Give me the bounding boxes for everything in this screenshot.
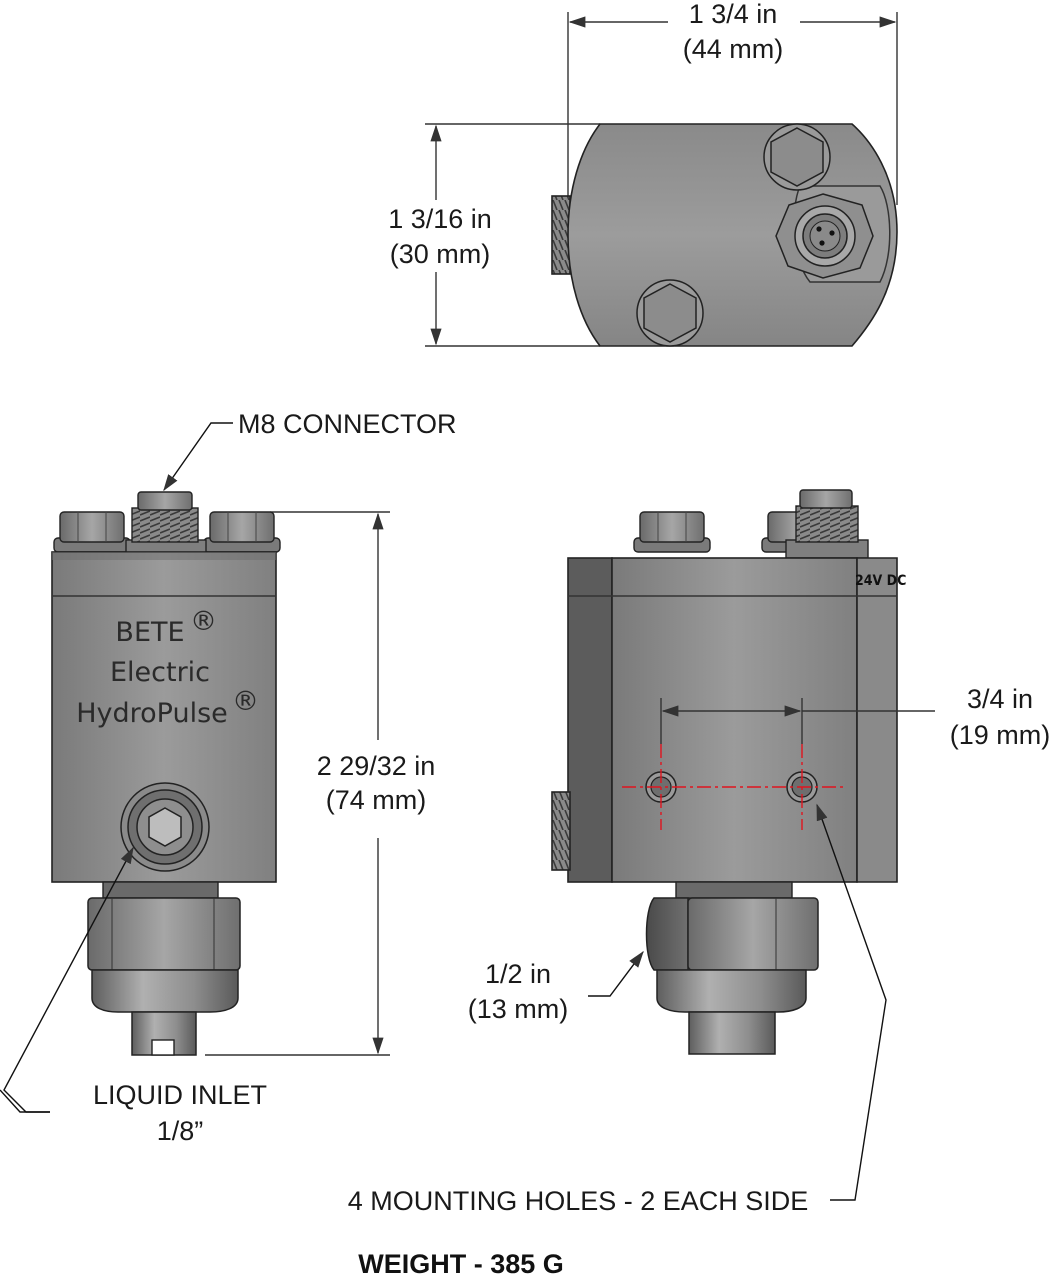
hex-leader	[588, 950, 644, 997]
hex-nut-icon	[87, 897, 241, 971]
mounting-holes-label: 4 MOUNTING HOLES - 2 EACH SIDE	[348, 1186, 809, 1216]
voltage-marking: 24V DC	[855, 573, 906, 589]
mounting-leader	[816, 803, 887, 1201]
height-metric: (30 mm)	[390, 239, 491, 269]
registered-mark: ®	[190, 606, 217, 637]
product-line: Electric	[110, 657, 210, 688]
weight-label: WEIGHT - 385 G	[358, 1249, 564, 1279]
body-side-face	[611, 557, 858, 883]
hex-nut-icon	[645, 897, 819, 971]
m8-connector-leader	[163, 422, 233, 492]
hole-spacing-metric: (19 mm)	[950, 720, 1051, 750]
bolt-head-icon	[763, 123, 831, 191]
hex-size-metric: (13 mm)	[468, 994, 569, 1024]
liquid-inlet-icon	[120, 782, 210, 872]
liquid-inlet-size: 1/8”	[157, 1116, 204, 1146]
bolt-head-icon	[53, 511, 131, 553]
m8-connector-icon	[785, 489, 869, 559]
width-imperial: 1 3/4 in	[689, 0, 778, 29]
width-metric: (44 mm)	[683, 34, 784, 64]
m8-connector-icon	[125, 491, 207, 555]
body-side-chamfer	[567, 557, 613, 883]
inlet-thread	[551, 791, 571, 871]
top-view: 1 3/4 in (44 mm) 1 3/16 in (30 mm)	[388, 0, 898, 347]
length-metric: (74 mm)	[326, 785, 427, 815]
m8-connector-label: M8 CONNECTOR	[238, 409, 457, 439]
liquid-inlet-label: LIQUID INLET	[93, 1080, 267, 1110]
front-view: M8 CONNECTOR 2 29/32 in (74 mm)	[0, 409, 457, 1146]
hex-size-imperial: 1/2 in	[485, 959, 551, 989]
side-view: 24V DC 3/4 in (19 mm) 1/	[348, 489, 1051, 1216]
bolt-head-icon	[636, 279, 704, 347]
height-imperial: 1 3/16 in	[388, 204, 492, 234]
product-name: HydroPulse	[76, 698, 228, 729]
m8-connector-icon	[775, 193, 874, 279]
registered-mark: ®	[232, 686, 259, 717]
length-imperial: 2 29/32 in	[317, 751, 436, 781]
inlet-leader	[3, 846, 134, 1113]
bolt-head-icon	[633, 511, 711, 553]
hole-spacing-imperial: 3/4 in	[967, 684, 1033, 714]
brand-mark: BETE	[115, 617, 184, 648]
bolt-head-icon	[203, 511, 281, 553]
